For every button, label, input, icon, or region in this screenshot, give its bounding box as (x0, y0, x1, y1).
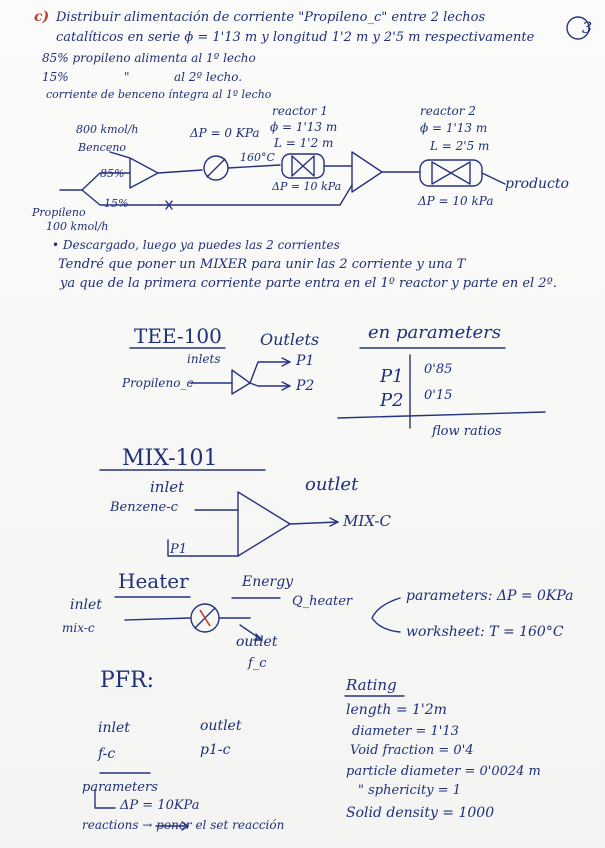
pfr-diameter: diameter = 1'13 (352, 724, 459, 739)
heater-inlet: inlet (70, 597, 102, 613)
mixer-stream-b: P1 (170, 542, 187, 557)
pfr-parameters: parameters (82, 780, 158, 795)
tee-inlet-stream: Propileno_c (122, 376, 193, 390)
heater-inlet-stream: mix-c (62, 621, 95, 635)
pfr-outlet: outlet (200, 718, 241, 734)
mixer-2-shape (352, 152, 382, 192)
tee-p2-label: P2 (380, 390, 404, 411)
mixer-1-shape (130, 158, 158, 188)
header-note: corriente de benceno íntegra al 1º lecho (46, 88, 271, 101)
mixer-inlet: inlet (150, 478, 184, 496)
tee-p1: P1 (296, 353, 314, 369)
heater-dp: ΔP = 0 KPa (190, 126, 260, 140)
tee-p2-value: 0'15 (424, 388, 452, 403)
tee-p1-label: P1 (380, 366, 404, 387)
tee-p2: P2 (296, 378, 314, 394)
bullet-1: 85% propileno alimenta al 1º lecho (42, 51, 256, 65)
heater-outlet-stream: f_c (248, 656, 267, 671)
reactor-2-dp: ΔP = 10 kPa (418, 194, 493, 208)
explanation-line-2: Tendré que poner un MIXER para unir las … (58, 257, 465, 272)
split-15: 15% (104, 197, 128, 210)
pfr-dp: ΔP = 10KPa (120, 798, 199, 813)
header-line-2: catalíticos en serie ϕ = 1'13 m y longit… (56, 30, 534, 45)
bullet-2a: 15% (42, 70, 69, 84)
tee-parameters-title: en parameters (368, 322, 501, 343)
heater-energy-stream: Q_heater (292, 594, 352, 609)
reactor-1-length: L = 1'2 m (274, 136, 333, 150)
mixer-outlet-stream: MIX-C (343, 512, 391, 530)
mixer-stream-a: Benzene-c (110, 500, 178, 515)
heater-energy: Energy (242, 574, 293, 590)
explanation-line-3: ya que de la primera corriente parte ent… (60, 276, 557, 291)
pfr-reactions: reactions → poner el set reacción (82, 818, 284, 832)
heater-worksheet: worksheet: T = 160°C (406, 624, 564, 640)
tee-inlets: inlets (187, 352, 221, 366)
pfr-inlet-stream: f-c (98, 746, 115, 762)
mixer-title: MIX-101 (122, 446, 218, 471)
heater-title: Heater (118, 569, 189, 593)
part-letter: c) (34, 9, 49, 25)
product-label: producto (505, 176, 569, 192)
propylene-label: Propileno (32, 206, 86, 219)
reactor-1-title: reactor 1 (272, 104, 328, 118)
pfr-sphericity: " sphericity = 1 (358, 783, 461, 798)
split-85: 85% (100, 167, 124, 180)
page-number: 3 (582, 18, 592, 37)
tee-outlets: Outlets (260, 330, 319, 349)
reactor-1-diameter: ϕ = 1'13 m (270, 120, 337, 134)
bullet-2b: " (124, 70, 130, 84)
pfr-outlet-stream: p1-c (200, 742, 230, 758)
reactor-2-length: L = 2'5 m (430, 139, 489, 153)
pfr-particle: particle diameter = 0'0024 m (346, 764, 541, 779)
pfr-title: PFR: (100, 668, 154, 693)
pfr-inlet: inlet (98, 720, 130, 736)
reactor-2-title: reactor 2 (420, 104, 476, 118)
explanation-line-1: • Descargado, luego ya puedes las 2 corr… (52, 238, 340, 252)
tee-p1-value: 0'85 (424, 362, 452, 377)
tee-title: TEE-100 (134, 324, 222, 348)
reactor-2-diameter: ϕ = 1'13 m (420, 121, 487, 135)
pfr-rating-title: Rating (346, 676, 397, 694)
pfr-void: Void fraction = 0'4 (350, 743, 474, 758)
tee-flow-ratios: flow ratios (432, 424, 502, 439)
benzene-flow: 800 kmol/h (76, 123, 139, 136)
propylene-flow: 100 kmol/h (46, 220, 109, 233)
heater-parameters: parameters: ΔP = 0KPa (406, 588, 574, 604)
pfr-solid-density: Solid density = 1000 (346, 805, 494, 821)
heater-temp: 160°C (240, 151, 275, 164)
benzene-label: Benceno (78, 141, 126, 154)
mixer-outlet: outlet (305, 474, 358, 495)
pfr-length: length = 1'2m (346, 702, 447, 718)
heater-outlet: outlet (236, 634, 277, 650)
reactor-1-dp: ΔP = 10 kPa (272, 180, 341, 193)
bullet-2c: al 2º lecho. (174, 70, 242, 84)
header-line-1: Distribuir alimentación de corriente "Pr… (56, 10, 485, 25)
